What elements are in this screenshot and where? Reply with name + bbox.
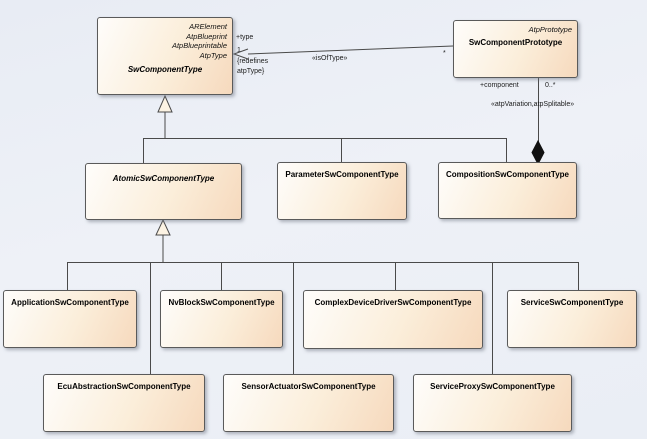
class-sw-component-prototype: AtpPrototype SwComponentPrototype (453, 20, 578, 78)
class-name: ParameterSwComponentType (285, 170, 399, 179)
class-name: ApplicationSwComponentType (11, 298, 129, 307)
role-label-type: +type (236, 34, 254, 41)
generalization-triangle-icon (155, 218, 171, 236)
stereotype-list: AtpPrototype (454, 21, 577, 35)
class-name: AtomicSwComponentType (112, 174, 215, 183)
constraint-label-redefines: {redefines atpType} (237, 58, 269, 75)
multiplicity-label-0-star: 0..* (545, 82, 556, 89)
association-isoftype (247, 45, 454, 55)
multiplicity-label-star: * (443, 50, 446, 57)
stereotype-label-isoftype: «isOfType» (312, 55, 348, 62)
generalization-triangle-icon (157, 94, 173, 113)
association-arrowhead-icon (232, 48, 249, 60)
stereotype: ARElement (189, 22, 227, 31)
generalization-bus-2 (67, 262, 579, 290)
stereotype: AtpPrototype (528, 25, 572, 34)
class-sensor-actuator-sw-component-type: SensorActuatorSwComponentType (223, 374, 394, 432)
class-service-proxy-sw-component-type: ServiceProxySwComponentType (413, 374, 572, 432)
class-service-sw-component-type: ServiceSwComponentType (507, 290, 637, 348)
class-name: ServiceProxySwComponentType (430, 382, 555, 391)
stereotype-label-atpvariation: «atpVariation,atpSplitable» (491, 101, 575, 108)
stereotype: AtpType (199, 50, 227, 60)
stereotype-list: ARElement AtpBlueprint AtpBlueprintable … (98, 18, 232, 60)
class-nvblock-sw-component-type: NvBlockSwComponentType (160, 290, 283, 348)
multiplicity-label-1: 1 (237, 47, 241, 54)
class-composition-sw-component-type: CompositionSwComponentType (438, 162, 577, 219)
class-name: ServiceSwComponentType (520, 298, 624, 307)
composition-diamond-icon (531, 139, 545, 166)
class-name: EcuAbstractionSwComponentType (57, 382, 191, 391)
class-ecu-abstraction-sw-component-type: EcuAbstractionSwComponentType (43, 374, 205, 432)
class-name: ComplexDeviceDriverSwComponentType (314, 298, 472, 307)
class-atomic-sw-component-type: AtomicSwComponentType (85, 163, 242, 220)
class-parameter-sw-component-type: ParameterSwComponentType (277, 162, 407, 220)
class-name: SwComponentType (127, 65, 203, 74)
stereotype: AtpBlueprint (186, 31, 227, 41)
class-name: SensorActuatorSwComponentType (241, 382, 376, 391)
class-name: NvBlockSwComponentType (168, 298, 275, 307)
stereotype: AtpBlueprintable (171, 41, 227, 50)
class-complex-device-driver-sw-component-type: ComplexDeviceDriverSwComponentType (303, 290, 483, 349)
role-label-component: +component (480, 82, 519, 89)
class-application-sw-component-type: ApplicationSwComponentType (3, 290, 137, 348)
class-sw-component-type: ARElement AtpBlueprint AtpBlueprintable … (97, 17, 233, 95)
class-name: SwComponentPrototype (468, 37, 563, 47)
generalization-bus-1 (143, 138, 507, 163)
class-name: CompositionSwComponentType (446, 170, 569, 179)
